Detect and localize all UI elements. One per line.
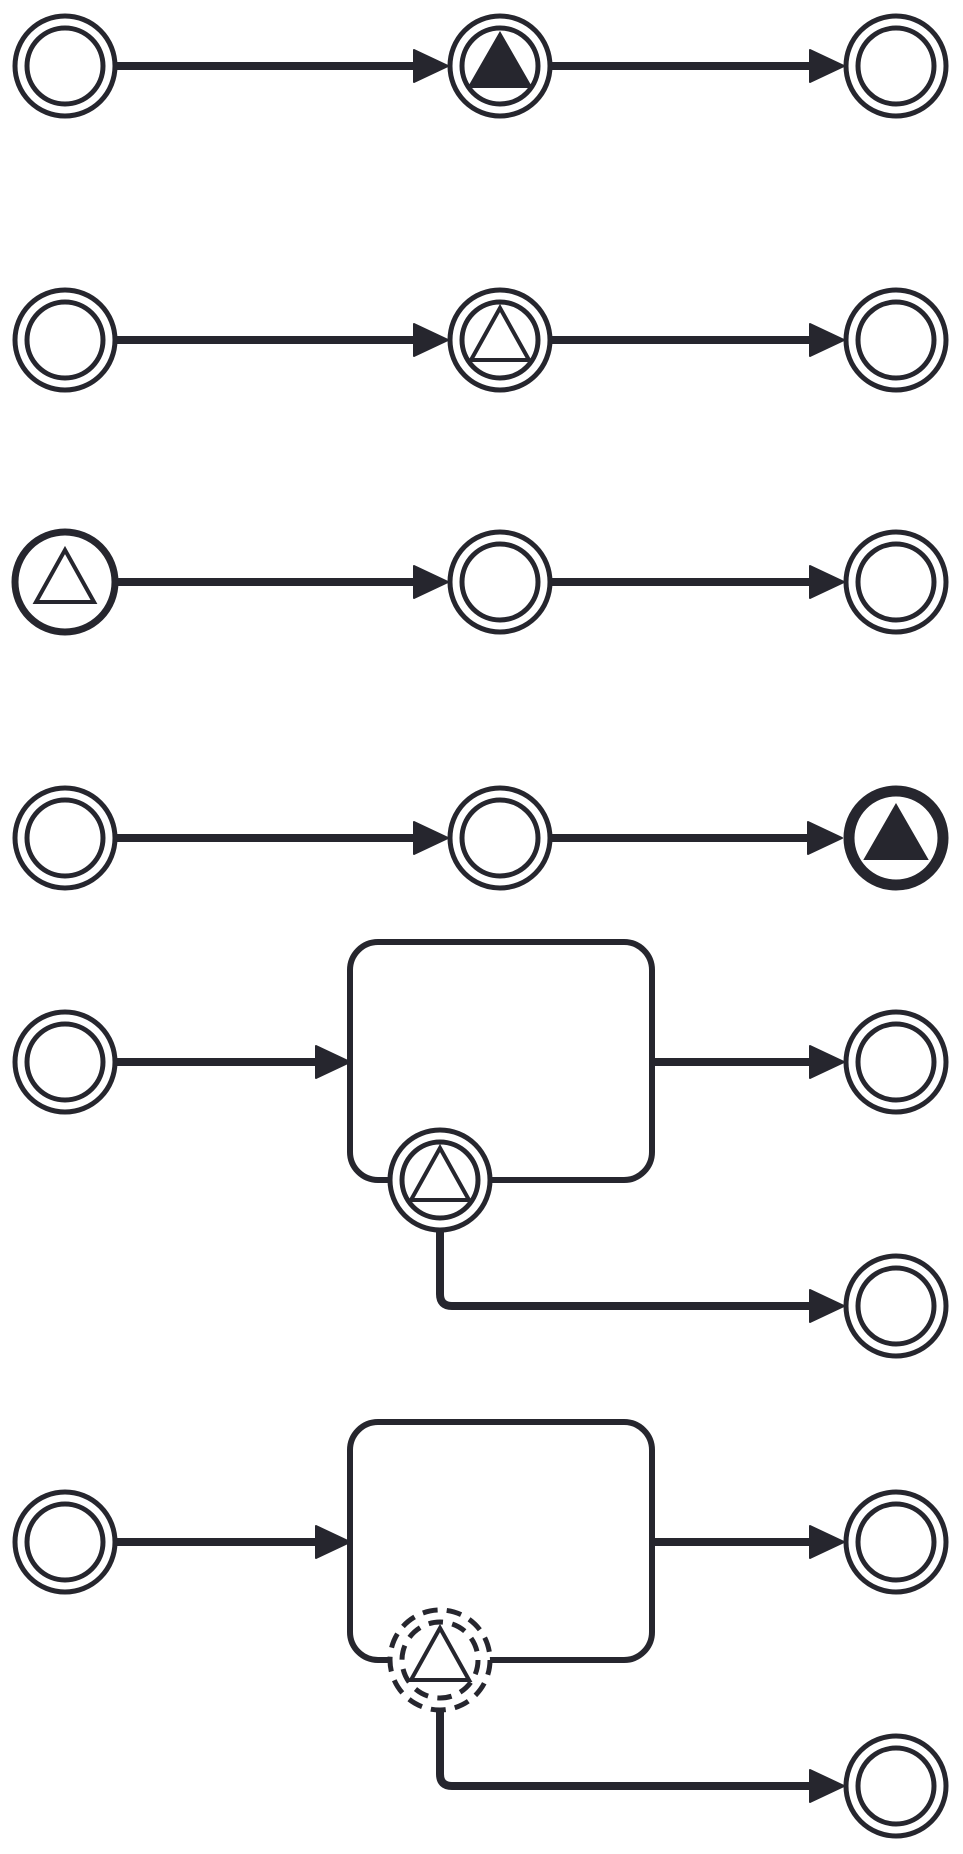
event-inner-ring [459,299,541,381]
event-outer-ring [12,1009,118,1115]
arrowhead-icon [315,1525,351,1559]
event-outer-ring [11,528,119,636]
flow-row3-signal-start-to-intermediate[interactable] [117,565,449,599]
event-outer-ring [12,1489,118,1595]
event-outer-ring [843,1489,949,1595]
event-inner-ring [855,1021,937,1103]
sequence-flow-line [436,1232,816,1310]
event-outer-ring [843,1009,949,1115]
end-event-row6[interactable] [843,1489,949,1595]
start-event-row1[interactable] [12,13,118,119]
task-row6[interactable] [347,1419,655,1663]
arrowhead-icon [809,49,845,83]
arrowhead-icon [809,1289,845,1323]
event-inner-ring [399,1139,481,1221]
arrowhead-icon [315,1045,351,1079]
start-event-row2[interactable] [12,287,118,393]
signal-triangle-icon [467,303,533,362]
event-outer-ring [447,529,553,635]
end-event-row6-boundary-path[interactable] [843,1733,949,1839]
intermediate-event-row3[interactable] [447,529,553,635]
flow-row6-start-to-task[interactable] [117,1525,351,1559]
event-inner-ring [24,299,106,381]
event-outer-ring [843,13,949,119]
arrowhead-icon [413,565,449,599]
flow-row3-intermediate-to-end[interactable] [552,565,845,599]
event-inner-ring [24,1021,106,1103]
arrowhead-icon [413,323,449,357]
signal-boundary-event-interrupting[interactable] [387,1127,493,1233]
intermediate-event-row4[interactable] [447,785,553,891]
start-event-row4[interactable] [12,785,118,891]
end-event-row3[interactable] [843,529,949,635]
event-inner-ring [459,25,541,107]
signal-intermediate-catch-event[interactable] [447,287,553,393]
event-inner-ring [24,25,106,107]
event-outer-ring [843,1253,949,1359]
arrowhead-icon [809,1525,845,1559]
arrowhead-icon [809,1045,845,1079]
flow-row1-start-to-signal-throw[interactable] [117,49,449,83]
event-inner-ring [855,541,937,623]
flow-row5-start-to-task[interactable] [117,1045,351,1079]
event-outer-ring [843,1733,949,1839]
signal-start-event[interactable] [11,528,119,636]
signal-triangle-icon [32,545,98,604]
flow-row5-task-to-end[interactable] [652,1045,845,1079]
event-inner-ring [855,1745,937,1827]
flow-row6-task-to-end[interactable] [652,1525,845,1559]
task-shape [347,939,655,1183]
start-event-row5[interactable] [12,1009,118,1115]
event-inner-ring [855,1501,937,1583]
flow-row2-start-to-signal-catch[interactable] [117,323,449,357]
end-event-row5[interactable] [843,1009,949,1115]
task-row5[interactable] [347,939,655,1183]
flow-row1-signal-throw-to-end[interactable] [552,49,845,83]
signal-boundary-event-non-interrupting[interactable] [387,1607,493,1713]
event-outer-ring [12,287,118,393]
flow-row2-signal-catch-to-end[interactable] [552,323,845,357]
end-event-row2[interactable] [843,287,949,393]
signal-intermediate-throw-event[interactable] [447,13,553,119]
event-outer-ring [387,1607,493,1713]
arrowhead-icon [809,323,845,357]
arrowhead-icon [413,49,449,83]
event-outer-ring [387,1127,493,1233]
task-shape [347,1419,655,1663]
signal-end-event[interactable] [843,785,949,891]
event-outer-ring [843,529,949,635]
event-inner-ring [399,1619,481,1701]
arrowhead-icon [809,1769,845,1803]
arrowhead-icon [413,821,449,855]
signal-triangle-icon [863,802,929,860]
flow-row4-intermediate-to-signal-end[interactable] [552,821,843,855]
arrowhead-icon [807,821,843,855]
arrowhead-icon [809,565,845,599]
event-outer-ring [447,785,553,891]
event-inner-ring [24,1501,106,1583]
event-inner-ring [855,1265,937,1347]
signal-triangle-icon [407,1623,473,1682]
event-inner-ring [459,541,541,623]
flow-row4-start-to-intermediate[interactable] [117,821,449,855]
end-event-row5-boundary-path[interactable] [843,1253,949,1359]
signal-triangle-icon [407,1143,473,1202]
event-inner-ring [24,797,106,879]
event-inner-ring [459,797,541,879]
event-outer-ring [843,287,949,393]
flow-row5-boundary-to-end[interactable] [436,1232,845,1323]
event-outer-ring [447,287,553,393]
sequence-flow-line [436,1712,816,1790]
flow-row6-boundary-to-end[interactable] [436,1712,845,1803]
event-inner-ring [855,25,937,107]
event-outer-ring [12,785,118,891]
event-outer-ring [12,13,118,119]
end-event-row1[interactable] [843,13,949,119]
event-inner-ring [855,299,937,381]
signal-triangle-icon [467,30,533,88]
start-event-row6[interactable] [12,1489,118,1595]
